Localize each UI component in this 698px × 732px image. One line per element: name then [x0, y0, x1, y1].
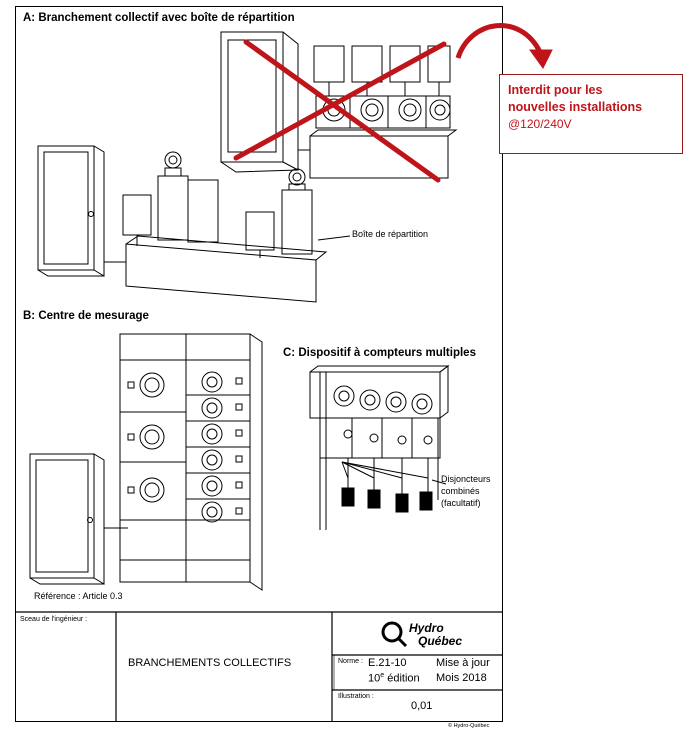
sceau-label: Sceau de l'ingénieur : — [20, 616, 88, 623]
date-value: Mois 2018 — [436, 672, 487, 684]
disjoncteurs-label-line2: combinés — [441, 486, 480, 496]
illustration-value: 0,01 — [411, 700, 433, 712]
disjoncteurs-label-line3: (facultatif) — [441, 498, 481, 508]
curved-arrow-icon — [455, 23, 543, 59]
disjoncteurs-label-line1: Disjoncteurs — [441, 474, 491, 484]
multi-meter-device-drawing — [309, 365, 450, 530]
drawing-frame — [15, 6, 503, 722]
drawing-title: BRANCHEMENTS COLLECTIFS — [128, 657, 292, 669]
edition-word: édition — [387, 672, 420, 685]
edition-line: 10e édition — [368, 672, 420, 685]
metering-center-drawing — [29, 333, 263, 591]
edition-number: 10 — [368, 672, 381, 685]
hydro-quebec-logo-icon — [381, 621, 408, 648]
boite-repartition-label: Boîte de répartition — [352, 229, 429, 239]
section-a-title: A: Branchement collectif avec boîte de r… — [23, 12, 295, 24]
title-block-lines — [15, 611, 503, 722]
section-c-title: C: Dispositif à compteurs multiples — [283, 347, 476, 359]
logo-line2: Québec — [418, 634, 463, 648]
copyright: © Hydro-Québec — [448, 723, 490, 729]
forbidden-note-line3: @120/240V — [508, 117, 572, 131]
edition-superscript: e — [380, 672, 385, 679]
norme-label: Norme : — [338, 658, 363, 665]
section-b-title: B: Centre de mesurage — [23, 310, 149, 322]
logo-line1: Hydro — [409, 621, 444, 635]
forbidden-note: Interdit pour les nouvelles installation… — [499, 74, 683, 154]
reference-label: Référence : Article 0.3 — [34, 591, 123, 601]
forbidden-cross-icon — [233, 39, 447, 183]
collective-branch-drawing — [37, 145, 351, 303]
mise-a-jour-label: Mise à jour — [436, 657, 490, 669]
norme-value: E.21-10 — [368, 657, 407, 669]
illustration-label: Illustration : — [338, 693, 374, 700]
arrow-head-icon — [529, 49, 553, 69]
forbidden-note-line2: nouvelles installations — [508, 100, 643, 114]
forbidden-note-line1: Interdit pour les — [508, 83, 603, 97]
